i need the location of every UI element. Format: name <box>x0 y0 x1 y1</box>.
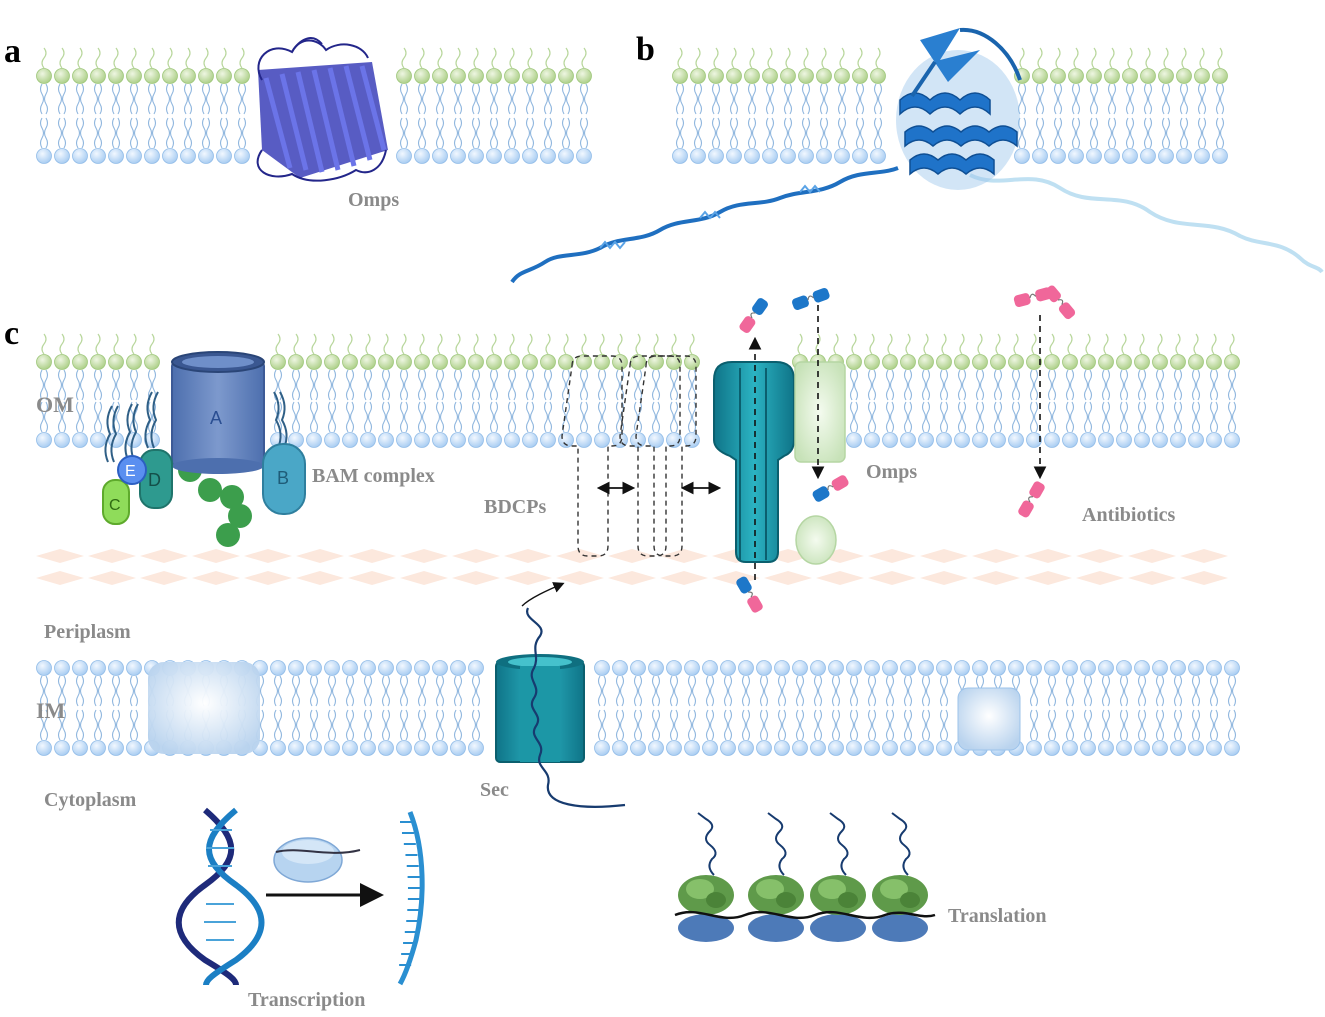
bam-b-label: B <box>277 468 289 488</box>
helical-protein-domain <box>896 27 1022 190</box>
antibiotic-molecules <box>736 285 1076 613</box>
rna-polymerase <box>273 837 361 883</box>
bilayer <box>36 47 592 164</box>
peptidoglycan-layer <box>36 549 1228 585</box>
teal-efflux-channel <box>713 361 795 563</box>
panel-b-label: b <box>636 31 655 68</box>
bdcps-dashed-proteins <box>561 355 697 557</box>
disordered-tail-faded <box>969 173 1324 274</box>
bam-b-subunit <box>262 443 306 515</box>
inner-membrane-protein-small <box>957 687 1021 751</box>
cytoplasm-label: Cytoplasm <box>44 789 137 811</box>
translation-label: Translation <box>948 905 1047 927</box>
mrna-translation <box>674 910 936 920</box>
im-label: IM <box>36 698 66 723</box>
panel-a: a Omps <box>4 33 399 211</box>
bam-a-label: A <box>210 408 222 428</box>
panel-a-label: a <box>4 33 21 70</box>
bam-e-subunit <box>117 455 147 485</box>
disordered-tail <box>510 166 899 284</box>
bam-c-label: C <box>109 497 121 514</box>
nascent-peptide-chain <box>526 607 626 808</box>
bilayer <box>36 333 1240 448</box>
dna-double-helix <box>175 807 265 986</box>
panel-b: b <box>510 27 1324 284</box>
bam-complex-label: BAM complex <box>312 465 435 487</box>
antibiotics-label: Antibiotics <box>1082 504 1176 526</box>
sec-label: Sec <box>480 779 509 801</box>
omps-label: Omps <box>866 461 917 483</box>
bdcps-label: BDCPs <box>484 496 546 518</box>
panel-c: c OM IM <box>4 285 1228 1011</box>
panel-c-label: c <box>4 315 19 352</box>
om-label: OM <box>36 392 74 417</box>
ribosomes <box>678 812 928 942</box>
bam-d-label: D <box>148 470 161 490</box>
sec-translocon <box>495 654 585 763</box>
bam-complex: A B D C E <box>102 351 306 547</box>
transport-arrows <box>748 305 1047 580</box>
panel-a-omps-label: Omps <box>348 189 399 211</box>
beta-barrel-protein <box>256 37 388 182</box>
bilayer <box>672 47 1228 164</box>
inner-membrane-protein-large <box>148 662 260 754</box>
omps-channel <box>794 361 846 565</box>
bam-c-subunit <box>102 479 130 525</box>
bam-e-label: E <box>125 463 136 480</box>
transcription-label: Transcription <box>248 989 365 1011</box>
mrna-strand <box>397 811 425 986</box>
periplasm-label: Periplasm <box>44 621 131 643</box>
